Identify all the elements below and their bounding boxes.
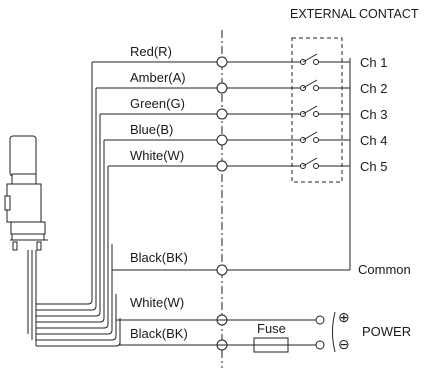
wire-label-red: Red(R) bbox=[130, 44, 172, 59]
tower-bolt-left bbox=[12, 241, 18, 251]
wire-label-white: White(W) bbox=[130, 148, 184, 163]
power-label: POWER bbox=[362, 324, 411, 339]
wire-terminals bbox=[216, 56, 228, 351]
wire-label-amber: Amber(A) bbox=[130, 70, 186, 85]
wire-label-green: Green(G) bbox=[130, 96, 185, 111]
tower-bolt-right bbox=[36, 241, 42, 251]
external-contact-box bbox=[291, 37, 343, 183]
signal-tower-icon bbox=[4, 135, 48, 251]
channel-label-2: Ch 2 bbox=[360, 81, 387, 96]
external-contact-title: EXTERNAL CONTACT bbox=[290, 7, 419, 21]
tower-knob bbox=[4, 195, 11, 211]
power-black-label: Black(BK) bbox=[130, 326, 188, 341]
channel-label-4: Ch 4 bbox=[360, 133, 387, 148]
tower-collar bbox=[11, 173, 37, 185]
common-wire-label: Black(BK) bbox=[130, 250, 188, 265]
power-bracket bbox=[332, 311, 336, 353]
power-circuit bbox=[115, 294, 336, 353]
minus-icon: ⊖ bbox=[338, 336, 350, 352]
channel-label-3: Ch 3 bbox=[360, 107, 387, 122]
channel-label-5: Ch 5 bbox=[360, 159, 387, 174]
cable-bundle bbox=[27, 62, 121, 347]
power-white-label: White(W) bbox=[130, 295, 184, 310]
plus-icon: ⊕ bbox=[338, 309, 350, 325]
tower-mount bbox=[11, 233, 45, 241]
common-label: Common bbox=[358, 262, 411, 277]
channel-label-1: Ch 1 bbox=[360, 55, 387, 70]
tower-base bbox=[10, 221, 46, 235]
tower-lens bbox=[9, 135, 37, 177]
tower-body bbox=[6, 183, 42, 223]
fuse-label: Fuse bbox=[257, 321, 286, 336]
wire-label-blue: Blue(B) bbox=[130, 122, 173, 137]
